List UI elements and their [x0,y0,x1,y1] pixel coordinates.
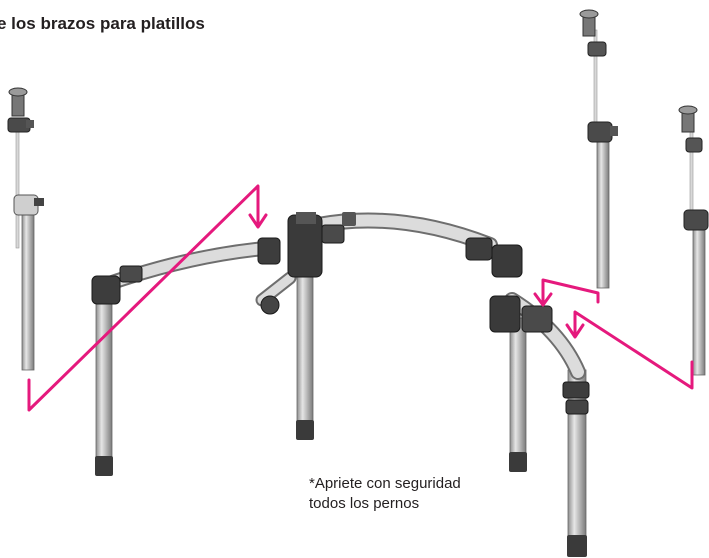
right-guide-line [573,310,694,390]
rack-legs [95,274,587,557]
left-guide-arrowhead [248,213,268,229]
top-right-cymbal-arm [579,9,618,289]
assembly-guide-arrows [27,184,694,412]
far-right-cymbal-arm [678,105,709,376]
right-guide-arrowhead [565,323,585,339]
tighten-bolts-note: *Apriete con seguridad todos los pernos [309,474,461,514]
left-cymbal-arm [7,87,44,371]
center-guide-arrowhead [533,292,553,307]
note-line-2: todos los pernos [309,495,420,512]
diagram-heading: e los brazos para platillos [0,14,205,33]
center-guide-line [541,278,600,304]
note-line-1: *Apriete con seguridad [309,475,461,492]
left-guide-line [27,184,260,412]
rack-clamps [91,212,590,415]
